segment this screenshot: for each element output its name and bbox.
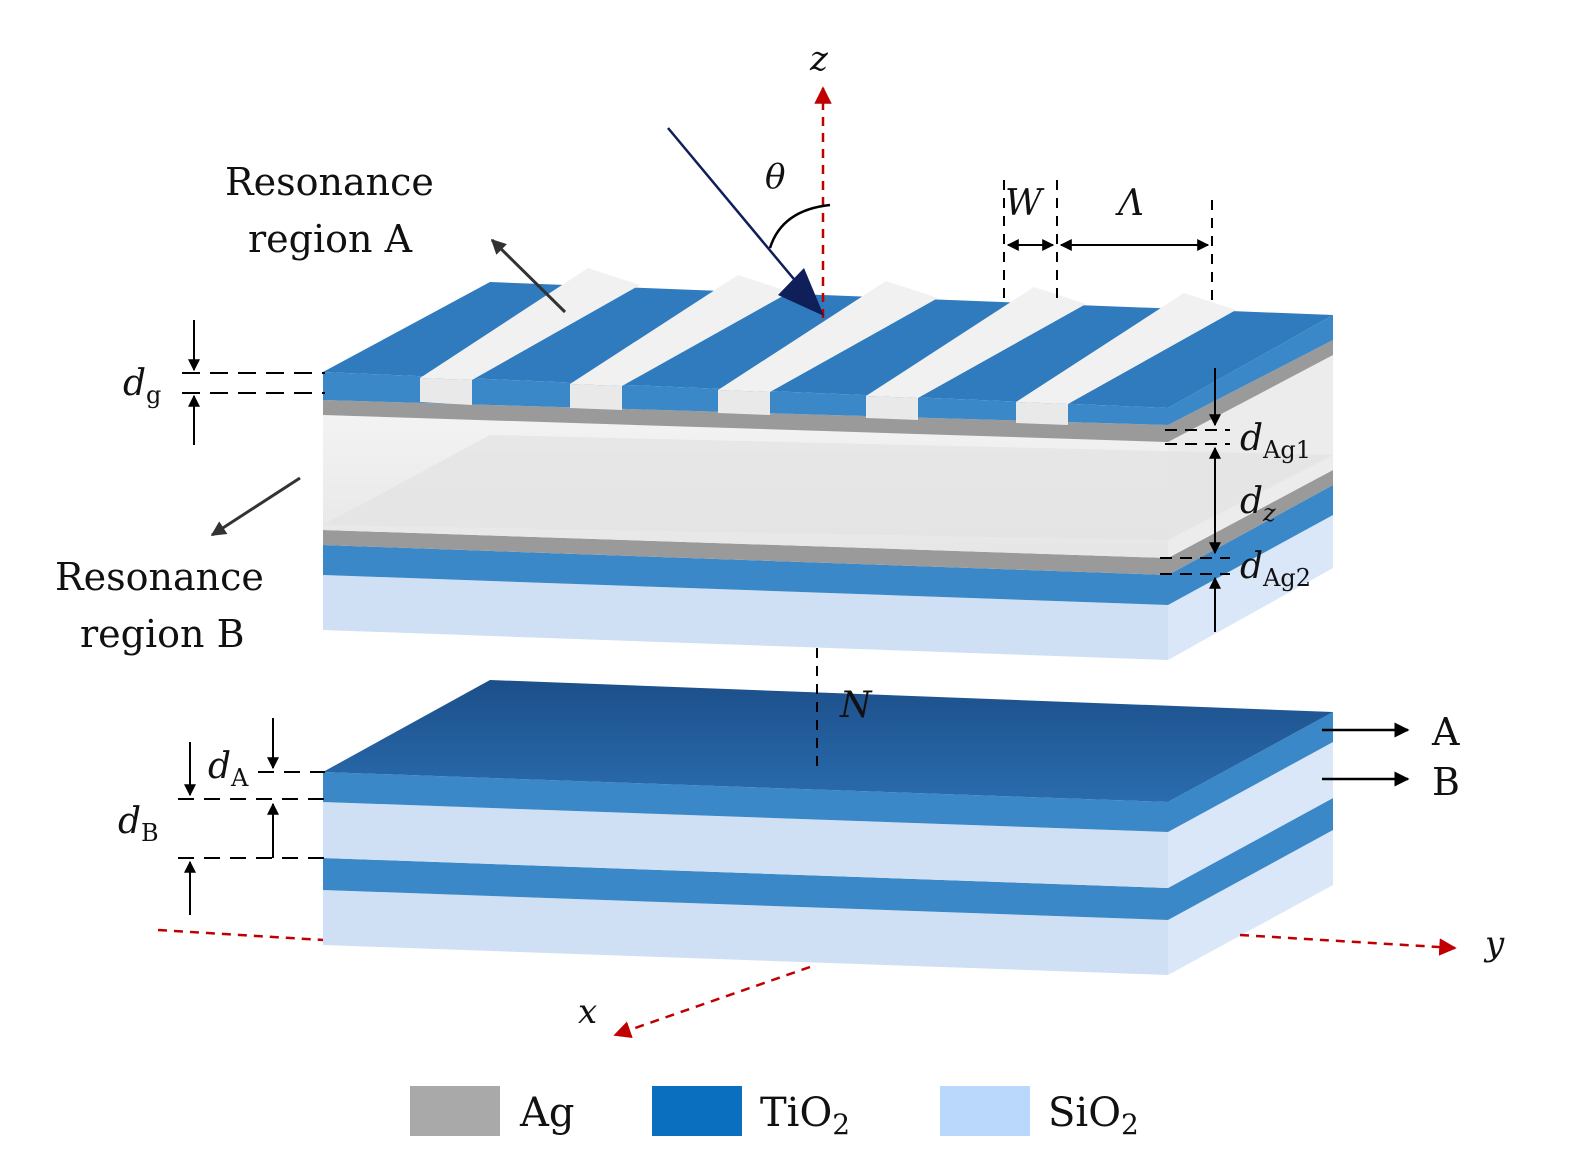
upper-sio2-front (323, 575, 1168, 660)
lower-tio2-top-front (323, 772, 1168, 832)
db-label: dB (118, 801, 159, 847)
grating-stripe (1016, 293, 1236, 404)
grating-stripe (718, 281, 938, 392)
dg-label: dg (123, 363, 161, 409)
dag1-label: dAg1 (1240, 418, 1311, 464)
legend-sio2-swatch (940, 1086, 1030, 1136)
grating-stripe (866, 396, 918, 420)
lower-dimensions (178, 718, 325, 915)
upper-cavity-inner-shade (323, 435, 1333, 540)
x-axis-label: x (578, 992, 597, 1032)
dg-dimension (182, 320, 325, 445)
resonance-b-line1: Resonance (55, 555, 264, 599)
grating-stripe (1016, 402, 1068, 425)
lower-tio2-top-surface (323, 680, 1333, 802)
dz-label: dz (1240, 481, 1276, 527)
port-b-label: B (1432, 760, 1460, 804)
resonance-a-line2: region A (248, 217, 413, 261)
grating-stripe (570, 275, 790, 386)
lower-sio2-bottom-front (323, 890, 1168, 975)
grating-stripes (420, 268, 1236, 425)
lower-sio2-mid-side (1168, 742, 1333, 888)
port-a-label: A (1431, 710, 1460, 754)
upper-ag2-front (323, 530, 1168, 575)
legend-tio2-swatch (652, 1086, 742, 1136)
resonance-a-line1: Resonance (225, 160, 434, 204)
legend-ag-swatch (410, 1086, 500, 1136)
n-label: N (839, 685, 873, 726)
lower-tio2-mid-side (1168, 798, 1333, 920)
incident-beam: θ (667, 127, 831, 316)
right-dimensions (1160, 368, 1230, 632)
axes: z y x (157, 39, 1505, 1039)
grating-stripe (420, 268, 640, 380)
resonance-b-arrow (210, 476, 301, 537)
upper-tio2-front (323, 545, 1168, 605)
period-dimensions (1003, 180, 1213, 305)
lower-sio2-bottom-side (1168, 830, 1333, 975)
x-axis (613, 965, 811, 1039)
y-axis-label: y (1483, 924, 1505, 964)
grating-stripe (718, 390, 770, 415)
lambda-label: Λ (1115, 183, 1144, 224)
resonance-b-line2: region B (80, 612, 245, 656)
legend-ag-label: Ag (519, 1090, 575, 1136)
legend-tio2-label: TiO2 (760, 1090, 850, 1141)
incident-ray (667, 127, 819, 309)
y-axis-left (157, 928, 324, 942)
lower-tio2-top-side (1168, 712, 1333, 832)
theta-label: θ (765, 157, 785, 197)
grating-stripe (866, 287, 1086, 398)
z-axis-label: z (809, 39, 829, 79)
da-label: dA (208, 746, 249, 792)
w-label: W (1005, 183, 1045, 224)
lower-block (323, 680, 1333, 975)
grating-side (1168, 315, 1333, 425)
grating-stripe (570, 384, 622, 410)
dag2-label: dAg2 (1240, 546, 1311, 592)
lower-tio2-mid-front (323, 858, 1168, 920)
lower-sio2-mid-front (323, 802, 1168, 888)
theta-arc (768, 203, 831, 249)
incident-arrowhead (778, 268, 824, 316)
upper-ag1-front (323, 400, 1168, 442)
y-axis (1239, 933, 1457, 956)
legend: Ag TiO2 SiO2 (410, 1086, 1139, 1141)
legend-sio2-label: SiO2 (1048, 1090, 1139, 1141)
resonance-a-arrow (490, 238, 567, 314)
grating-stripe (420, 378, 472, 405)
upper-sio2-side (1168, 515, 1333, 660)
